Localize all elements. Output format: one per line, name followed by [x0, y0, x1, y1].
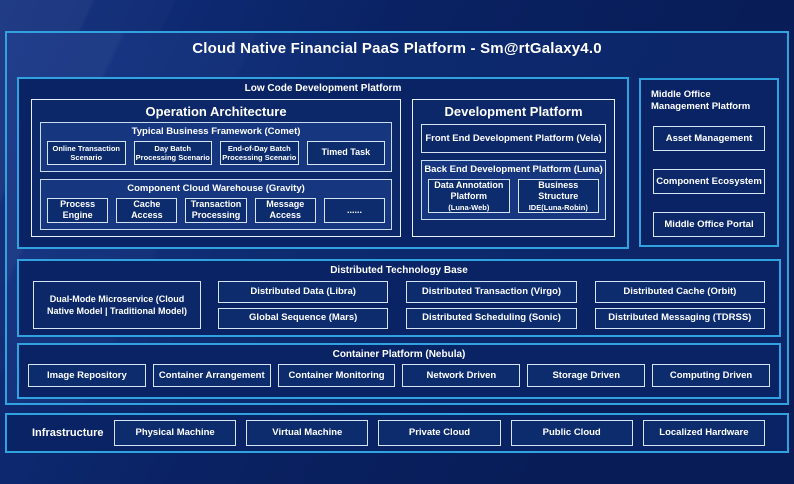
typical-business-framework-label: Typical Business Framework (Comet): [131, 126, 301, 137]
box-front-end-development-platform: Front End Development Platform (Vela): [421, 124, 606, 153]
item-business-structure-ide: Business Structure IDE(Luna-Robin): [517, 179, 599, 213]
section-distributed-technology-base: Distributed Technology Base Dual-Mode Mi…: [17, 259, 781, 337]
item-ellipsis: ......: [323, 198, 386, 223]
section-container-platform: Container Platform (Nebula) Image Reposi…: [17, 343, 781, 399]
container-platform-section-label: Container Platform (Nebula): [332, 349, 466, 360]
item-transaction-processing: Transaction Processing: [185, 198, 247, 223]
item-process-engine: Process Engine: [47, 198, 109, 223]
back-end-platform-items: Data Annotation Platform (Luna-Web) Busi…: [422, 178, 605, 219]
item-online-transaction-scenario: Online Transaction Scenario: [47, 141, 126, 165]
development-platform-title: Development Platform: [444, 104, 583, 119]
item-data-annotation-platform: Data Annotation Platform (Luna-Web): [428, 179, 510, 213]
item-day-batch-processing-scenario: Day Batch Processing Scenario: [133, 141, 213, 165]
section-low-code-development-platform: Low Code Development Platform Operation …: [17, 77, 629, 249]
item-distributed-scheduling: Distributed Scheduling (Sonic): [406, 307, 577, 329]
item-distributed-transaction: Distributed Transaction (Virgo): [406, 281, 577, 303]
item-virtual-machine: Virtual Machine: [246, 420, 369, 446]
infrastructure-section-label: Infrastructure: [32, 427, 104, 439]
item-component-ecosystem: Component Ecosystem: [653, 168, 765, 194]
item-cache-access: Cache Access: [116, 198, 178, 223]
item-dual-mode-microservice: Dual-Mode Microservice (Cloud Native Mod…: [33, 281, 201, 329]
typical-business-framework-items: Online Transaction Scenario Day Batch Pr…: [41, 140, 391, 171]
data-annotation-platform-name: Data Annotation Platform: [434, 180, 504, 202]
item-asset-management: Asset Management: [653, 125, 765, 151]
item-message-access: Message Access: [254, 198, 316, 223]
distributed-section-label: Distributed Technology Base: [330, 265, 468, 276]
item-distributed-cache: Distributed Cache (Orbit): [594, 281, 765, 303]
item-distributed-data: Distributed Data (Libra): [218, 281, 389, 303]
item-storage-driven: Storage Driven: [527, 364, 646, 387]
data-annotation-platform-code: (Luna-Web): [448, 202, 490, 212]
item-middle-office-portal: Middle Office Portal: [653, 211, 765, 237]
item-container-arrangement: Container Arrangement: [152, 364, 271, 387]
middle-office-items: Asset Management Component Ecosystem Mid…: [641, 114, 777, 237]
item-end-of-day-batch-processing-scenario: End-of-Day Batch Processing Scenario: [220, 141, 299, 165]
item-computing-driven: Computing Driven: [652, 364, 770, 387]
business-structure-ide-name: Business Structure: [538, 180, 579, 202]
box-development-platform: Development Platform Front End Developme…: [412, 99, 615, 237]
item-timed-task: Timed Task: [306, 141, 386, 165]
middle-office-section-label: Middle Office Management Platform: [651, 89, 751, 113]
container-platform-items: Image Repository Container Arrangement C…: [19, 360, 779, 387]
component-cloud-warehouse-items: Process Engine Cache Access Transaction …: [41, 197, 391, 229]
distributed-content: Dual-Mode Microservice (Cloud Native Mod…: [19, 276, 779, 329]
item-global-sequence: Global Sequence (Mars): [218, 307, 389, 329]
low-code-section-label: Low Code Development Platform: [244, 83, 402, 94]
diagram-title: Cloud Native Financial PaaS Platform - S…: [192, 40, 602, 57]
item-image-repository: Image Repository: [28, 364, 146, 387]
low-code-columns: Operation Architecture Typical Business …: [19, 94, 627, 237]
box-typical-business-framework: Typical Business Framework (Comet) Onlin…: [40, 122, 393, 172]
back-end-platform-label: Back End Development Platform (Luna): [424, 164, 603, 175]
section-infrastructure: Infrastructure Physical Machine Virtual …: [5, 413, 789, 453]
item-network-driven: Network Driven: [402, 364, 521, 387]
item-public-cloud: Public Cloud: [510, 420, 633, 446]
item-private-cloud: Private Cloud: [378, 420, 501, 446]
operation-architecture-title: Operation Architecture: [145, 104, 287, 119]
infrastructure-items: Physical Machine Virtual Machine Private…: [114, 420, 766, 446]
platform-diagram-frame: Cloud Native Financial PaaS Platform - S…: [5, 31, 789, 405]
box-back-end-development-platform: Back End Development Platform (Luna) Dat…: [421, 160, 606, 220]
box-component-cloud-warehouse: Component Cloud Warehouse (Gravity) Proc…: [40, 179, 393, 230]
component-cloud-warehouse-label: Component Cloud Warehouse (Gravity): [127, 183, 305, 194]
item-container-monitoring: Container Monitoring: [277, 364, 396, 387]
item-physical-machine: Physical Machine: [114, 420, 237, 446]
item-localized-hardware: Localized Hardware: [642, 420, 766, 446]
distributed-grid: Distributed Data (Libra) Distributed Tra…: [218, 281, 765, 329]
item-distributed-messaging: Distributed Messaging (TDRSS): [594, 307, 765, 329]
section-middle-office-management-platform: Middle Office Management Platform Asset …: [639, 78, 779, 247]
business-structure-ide-code: IDE(Luna-Robin): [528, 202, 588, 212]
box-operation-architecture: Operation Architecture Typical Business …: [31, 99, 402, 237]
